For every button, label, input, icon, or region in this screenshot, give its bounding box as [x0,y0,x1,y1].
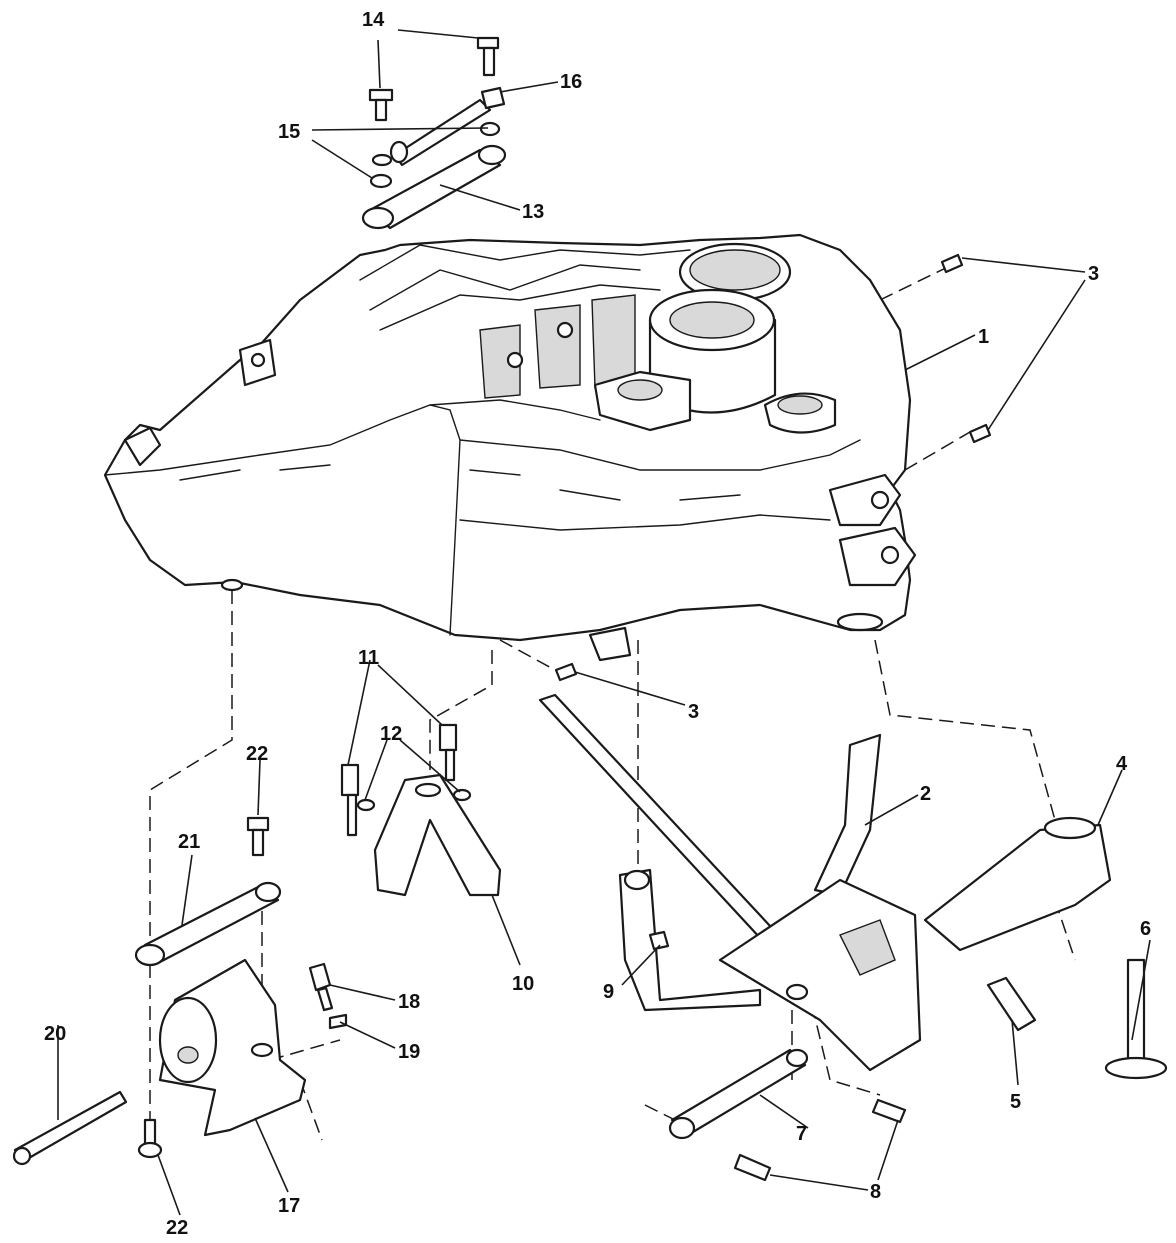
leader-lines [57,29,1151,1216]
callout-6: 6 [1140,918,1151,940]
engine-mount-part-17 [12,958,348,1166]
callout-1: 1 [978,326,989,348]
bracket-part-10 [340,723,502,897]
callout-18: 18 [398,991,420,1013]
callout-11: 11 [358,647,379,669]
callout-7: 7 [796,1123,807,1145]
callout-10: 10 [512,973,534,995]
callout-14: 14 [362,9,385,31]
callout-16: 16 [560,71,582,93]
callout-labels: 14 16 15 13 3 1 11 3 12 22 2 4 21 6 10 9… [44,9,1151,1239]
rear-link-part-21 [134,816,282,1159]
callout-21: 21 [178,831,200,853]
callout-20: 20 [44,1023,66,1045]
callout-4: 4 [1116,753,1128,775]
callout-9: 9 [603,981,614,1003]
callout-2: 2 [920,783,931,805]
callout-3-top: 3 [1088,263,1099,285]
upper-link-parts [361,36,507,230]
callout-22-top: 22 [246,743,268,765]
callout-13: 13 [522,201,544,223]
callout-22-bottom: 22 [166,1217,188,1239]
arm-part-4 [923,816,1168,1080]
callout-15: 15 [278,121,300,143]
callout-12: 12 [380,723,402,745]
frame-part-1 [103,233,917,662]
callout-17: 17 [278,1195,300,1217]
link-part-7 [648,930,907,1182]
callout-3-mid: 3 [688,701,699,723]
screws-part-3 [554,253,992,682]
callout-5: 5 [1010,1091,1021,1113]
callout-8: 8 [870,1181,881,1203]
subframe-part-2 [538,693,922,1072]
callout-19: 19 [398,1041,420,1063]
